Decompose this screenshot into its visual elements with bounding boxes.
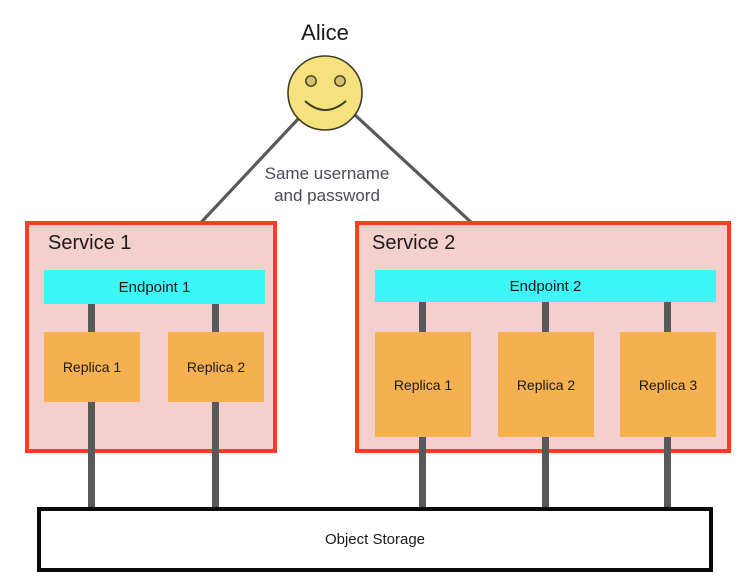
service-1-title: Service 1 (48, 232, 132, 254)
service-2-replica-3[interactable]: Replica 3 (620, 332, 716, 437)
arrow-annotation: Same username and password (247, 163, 407, 207)
service-2-replica-1[interactable]: Replica 1 (375, 332, 471, 437)
service-1-replica-2[interactable]: Replica 2 (168, 332, 264, 402)
service-2-replica-2[interactable]: Replica 2 (498, 332, 594, 437)
connector-endpoint1-replica1 (88, 303, 95, 507)
connector-endpoint1-replica2 (212, 303, 219, 507)
arrow-annotation-line-1: Same username (264, 164, 390, 183)
actor-label: Alice (301, 20, 349, 45)
object-storage-box[interactable]: Object Storage (37, 507, 713, 572)
endpoint-2-box[interactable]: Endpoint 2 (375, 270, 716, 302)
service-1-replica-1[interactable]: Replica 1 (44, 332, 140, 402)
smiley-face-icon (287, 55, 363, 131)
endpoint-1-box[interactable]: Endpoint 1 (44, 270, 265, 304)
service-2-title: Service 2 (372, 232, 456, 254)
arrow-annotation-line-2: and password (274, 186, 380, 205)
